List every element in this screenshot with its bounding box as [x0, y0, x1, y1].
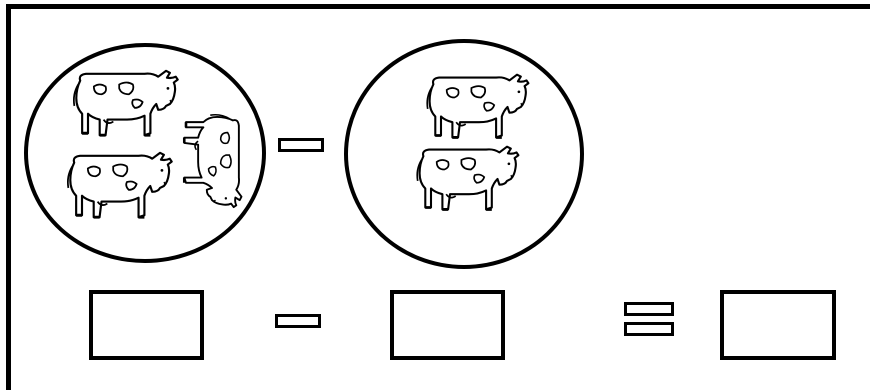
cow-icon — [177, 110, 247, 214]
equals-sign-icon: = — [624, 302, 674, 338]
result-answer-box[interactable] — [720, 290, 836, 360]
minus-sign-icon: − — [275, 314, 321, 328]
second-group-circle — [344, 39, 584, 269]
cow-icon — [68, 65, 186, 143]
second-answer-box[interactable] — [390, 290, 505, 360]
equals-top-bar — [624, 302, 674, 316]
cow-icon — [412, 141, 526, 217]
frame-left-border — [6, 4, 11, 390]
frame-top-border — [6, 4, 870, 9]
minus-sign-icon: − — [278, 138, 324, 152]
equals-bottom-bar — [624, 322, 674, 336]
first-group-circle — [24, 43, 266, 263]
cow-icon — [62, 147, 180, 225]
first-answer-box[interactable] — [89, 290, 204, 360]
cow-icon — [422, 69, 536, 145]
